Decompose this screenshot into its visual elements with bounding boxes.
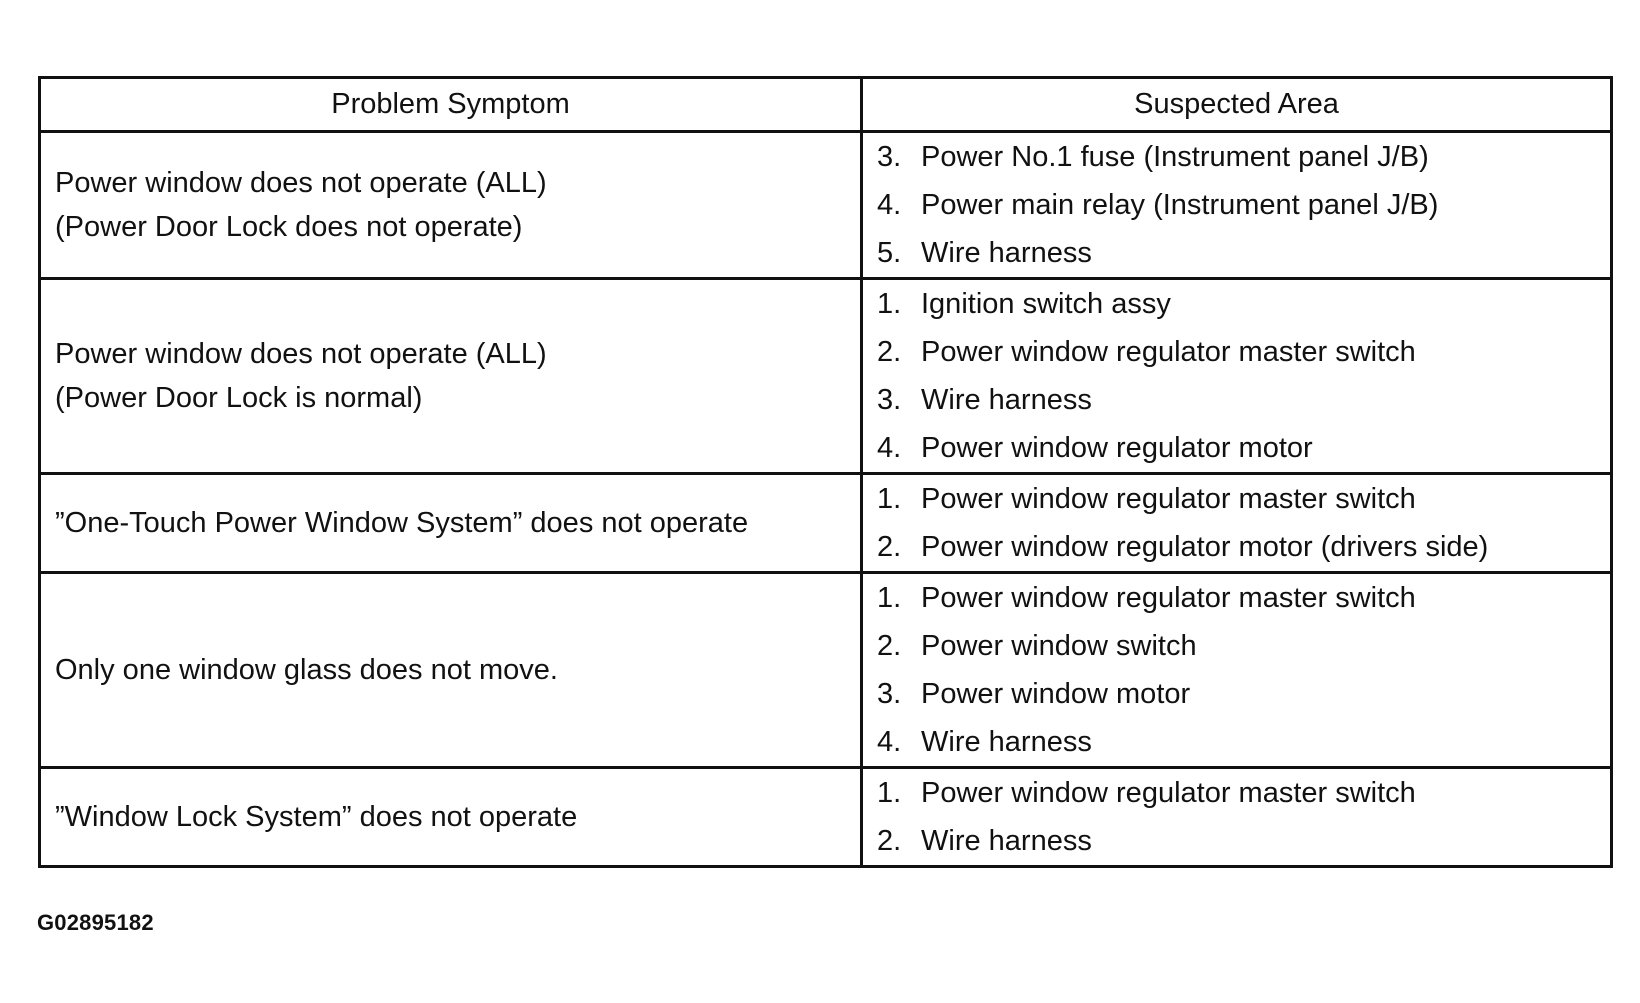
item-text: Power window switch — [921, 630, 1197, 662]
suspected-area-list: 1. Power window regulator master switch 2… — [863, 574, 1610, 766]
item-text: Power window regulator master switch — [921, 336, 1416, 368]
item-number: 2. — [877, 630, 902, 662]
list-item: 4. Wire harness — [877, 718, 1610, 766]
item-text: Wire harness — [921, 237, 1092, 269]
header-problem-symptom: Problem Symptom — [38, 76, 863, 133]
list-item: 1. Power window regulator master switch — [877, 574, 1610, 622]
list-item: 2. Wire harness — [877, 817, 1610, 865]
list-item: 1. Ignition switch assy — [877, 280, 1610, 328]
item-text: Power No.1 fuse (Instrument panel J/B) — [921, 141, 1429, 173]
item-number: 2. — [877, 531, 902, 563]
item-text: Wire harness — [921, 384, 1092, 416]
item-number: 2. — [877, 825, 902, 857]
list-item: 3. Power No.1 fuse (Instrument panel J/B) — [877, 133, 1610, 181]
item-number: 3. — [877, 678, 902, 710]
symptom-text: (Power Door Lock is normal) — [55, 382, 423, 414]
list-item: 2. Power window regulator motor (drivers … — [877, 523, 1610, 571]
suspected-area-cell: 1. Ignition switch assy 2. Power window re… — [860, 277, 1613, 475]
item-number: 3. — [877, 384, 902, 416]
item-text: Power window regulator master switch — [921, 777, 1416, 809]
symptom-text: Power window does not operate (ALL) — [55, 338, 547, 370]
suspected-area-list: 3. Power No.1 fuse (Instrument panel J/B)… — [863, 133, 1610, 277]
table-row: ”One-Touch Power Window System” does not… — [38, 472, 1613, 574]
symptom-cell: ”Window Lock System” does not operate — [38, 766, 863, 868]
symptom-cell: Only one window glass does not move. — [38, 571, 863, 769]
item-number: 5. — [877, 237, 902, 269]
symptom-text: (Power Door Lock does not operate) — [55, 211, 523, 243]
item-number: 1. — [877, 483, 902, 515]
table-header-row: Problem Symptom Suspected Area — [38, 76, 1613, 133]
list-item: 5. Wire harness — [877, 229, 1610, 277]
table-row: ”Window Lock System” does not operate 1.… — [38, 766, 1613, 868]
suspected-area-cell: 3. Power No.1 fuse (Instrument panel J/B)… — [860, 130, 1613, 280]
table-row: Power window does not operate (ALL) (Pow… — [38, 130, 1613, 280]
item-text: Power window regulator motor — [921, 432, 1313, 464]
item-number: 1. — [877, 288, 902, 320]
list-item: 3. Wire harness — [877, 376, 1610, 424]
item-text: Power window regulator master switch — [921, 582, 1416, 614]
item-number: 4. — [877, 726, 902, 758]
item-text: Wire harness — [921, 726, 1092, 758]
item-text: Wire harness — [921, 825, 1092, 857]
symptom-text: ”Window Lock System” does not operate — [55, 801, 578, 833]
item-number: 4. — [877, 189, 902, 221]
suspected-area-cell: 1. Power window regulator master switch 2… — [860, 571, 1613, 769]
list-item: 1. Power window regulator master switch — [877, 769, 1610, 817]
list-item: 3. Power window motor — [877, 670, 1610, 718]
symptom-cell: ”One-Touch Power Window System” does not… — [38, 472, 863, 574]
list-item: 4. Power main relay (Instrument panel J/B… — [877, 181, 1610, 229]
symptom-text: Power window does not operate (ALL) — [55, 167, 547, 199]
suspected-area-list: 1. Ignition switch assy 2. Power window re… — [863, 280, 1610, 472]
list-item: 1. Power window regulator master switch — [877, 475, 1610, 523]
symptom-text: Only one window glass does not move. — [55, 654, 558, 686]
table-row: Only one window glass does not move. 1. P… — [38, 571, 1613, 769]
suspected-area-list: 1. Power window regulator master switch 2… — [863, 769, 1610, 865]
item-text: Power window regulator master switch — [921, 483, 1416, 515]
list-item: 2. Power window switch — [877, 622, 1610, 670]
item-number: 3. — [877, 141, 902, 173]
list-item: 2. Power window regulator master switch — [877, 328, 1610, 376]
header-suspected-area: Suspected Area — [860, 76, 1613, 133]
suspected-area-list: 1. Power window regulator master switch 2… — [863, 475, 1610, 571]
suspected-area-cell: 1. Power window regulator master switch 2… — [860, 766, 1613, 868]
item-text: Power window motor — [921, 678, 1191, 710]
symptom-text: ”One-Touch Power Window System” does not… — [55, 507, 749, 539]
item-text: Power window regulator motor (drivers si… — [921, 531, 1489, 563]
item-text: Power main relay (Instrument panel J/B) — [921, 189, 1439, 221]
troubleshooting-table: Problem Symptom Suspected Area Power win… — [38, 76, 1613, 868]
table-row: Power window does not operate (ALL) (Pow… — [38, 277, 1613, 475]
item-number: 4. — [877, 432, 902, 464]
symptom-cell: Power window does not operate (ALL) (Pow… — [38, 277, 863, 475]
item-number: 1. — [877, 582, 902, 614]
item-number: 2. — [877, 336, 902, 368]
suspected-area-cell: 1. Power window regulator master switch 2… — [860, 472, 1613, 574]
list-item: 4. Power window regulator motor — [877, 424, 1610, 472]
figure-id: G02895182 — [37, 910, 154, 935]
item-number: 1. — [877, 777, 902, 809]
symptom-cell: Power window does not operate (ALL) (Pow… — [38, 130, 863, 280]
item-text: Ignition switch assy — [921, 288, 1171, 320]
